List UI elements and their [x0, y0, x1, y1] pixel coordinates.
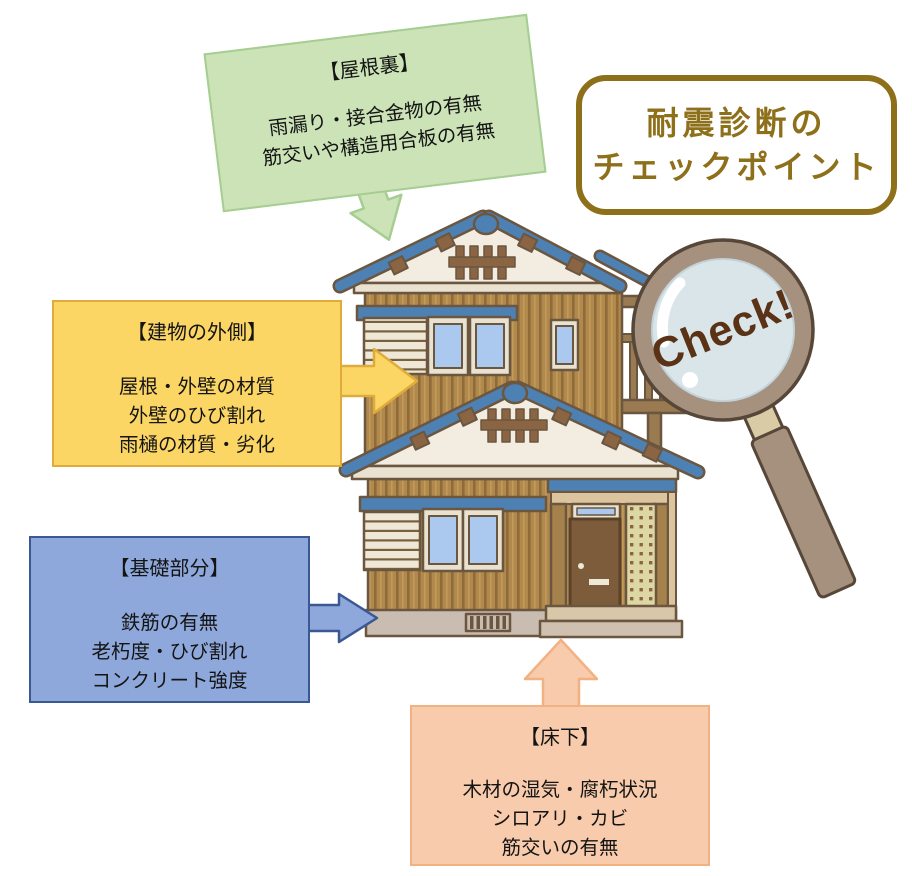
entrance [546, 476, 678, 613]
exterior-arrow [338, 347, 419, 415]
callout-underfloor-heading: 【床下】 [520, 727, 600, 749]
upper-window-narrow [549, 318, 580, 372]
callout-attic-body: 雨漏り・接合金物の有無 筋交いや構造用合板の有無 [258, 88, 497, 174]
magnifier-icon: Check! [631, 238, 857, 599]
callout-exterior-line: 雨樋の材質・劣化 [118, 434, 275, 456]
callout-exterior-body: 屋根・外壁の材質 外壁のひび割れ 雨樋の材質・劣化 [119, 373, 275, 460]
house-illustration [332, 209, 706, 639]
callout-underfloor-line: シロアリ・カビ [491, 808, 629, 830]
callout-underfloor-line: 木材の湿気・腐朽状況 [462, 779, 658, 801]
lower-wall [358, 476, 684, 639]
upper-roof [332, 209, 628, 295]
upper-window-left [426, 315, 470, 377]
page-title-line2: チェックポイント [592, 149, 881, 185]
page-title-line1: 耐震診断の [646, 105, 827, 141]
gable-lattice-lower [480, 408, 548, 443]
gable-lattice-upper [448, 245, 516, 280]
callout-underfloor-body: 木材の湿気・腐朽状況 シロアリ・カビ 筋交いの有無 [462, 776, 657, 863]
page-title: 耐震診断の チェックポイント [576, 75, 897, 215]
entry-lattice-panel [624, 502, 658, 612]
upper-window-right [468, 315, 512, 377]
callout-underfloor-line: 筋交いの有無 [501, 837, 619, 859]
callout-exterior-heading: 【建物の外側】 [127, 322, 267, 344]
foundation-base [364, 604, 684, 639]
callout-exterior-line: 屋根・外壁の材質 [118, 376, 275, 398]
front-door [568, 517, 622, 612]
lower-window-left [421, 507, 465, 573]
callout-foundation-body: 鉄筋の有無 老朽度・ひび割れ コンクリート強度 [91, 609, 247, 696]
callout-foundation-line: 老朽度・ひび割れ [91, 641, 248, 663]
callout-foundation-line: コンクリート強度 [91, 670, 248, 692]
foundation-arrow [304, 592, 379, 644]
callout-underfloor: 【床下】 木材の湿気・腐朽状況 シロアリ・カビ 筋交いの有無 [410, 705, 710, 866]
callout-foundation-line: 鉄筋の有無 [120, 612, 219, 634]
callout-exterior: 【建物の外側】 屋根・外壁の材質 外壁のひび割れ 雨樋の材質・劣化 [52, 300, 342, 467]
callout-exterior-line: 外壁のひび割れ [128, 405, 266, 427]
callout-foundation-heading: 【基礎部分】 [109, 558, 230, 580]
lower-window-right [461, 507, 505, 573]
callout-foundation: 【基礎部分】 鉄筋の有無 老朽度・ひび割れ コンクリート強度 [29, 536, 310, 703]
lower-roof [338, 380, 706, 481]
callout-attic-heading: 【屋根裏】 [318, 51, 421, 86]
underfloor-arrow [523, 638, 599, 709]
